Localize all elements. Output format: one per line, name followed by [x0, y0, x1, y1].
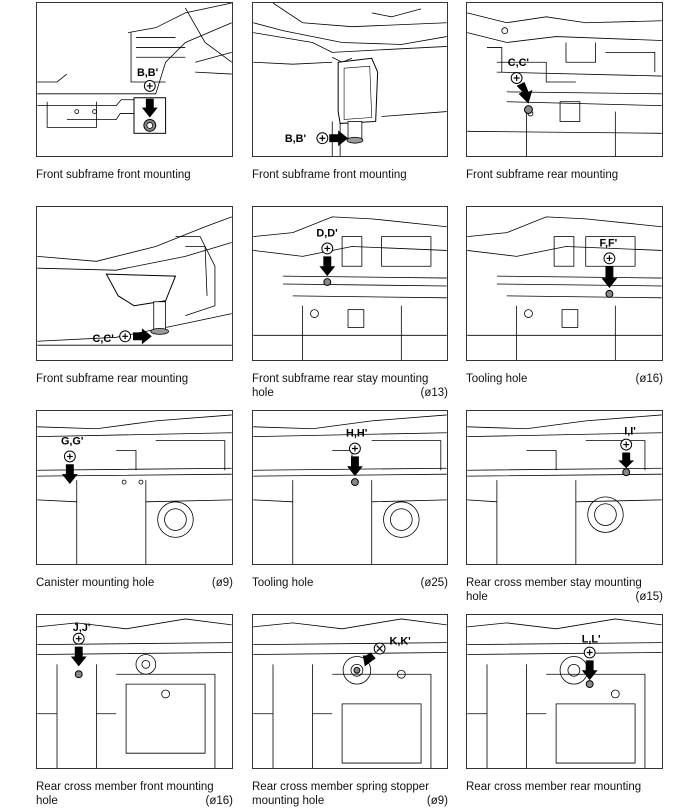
figure-caption-5: Front subframe rear stay mounting hole (… — [252, 372, 448, 400]
rear-cross-member-front-mounting-hole-drawing: J,J' — [37, 618, 232, 768]
callout-label: C,C' — [508, 57, 530, 69]
tooling-hole-drawing: H,H' — [253, 414, 447, 564]
callout-label: B,B' — [137, 67, 159, 79]
figure-caption-1: Front subframe front mounting — [36, 168, 233, 182]
caption-text: Rear cross member rear mounting — [466, 781, 642, 793]
figure-caption-10: Rear cross member front mounting hole (ø… — [36, 780, 233, 808]
front-subframe-rear-mounting-side-drawing: C,C' — [37, 216, 232, 346]
callout-label: L,L' — [582, 634, 601, 646]
callout-label: K,K' — [389, 636, 411, 648]
caption-text: Tooling hole — [466, 373, 528, 385]
diameter-text: (ø16) — [635, 373, 663, 385]
callout-label: H,H' — [346, 428, 368, 440]
figure-caption-6: Tooling hole (ø16) — [466, 372, 663, 386]
diameter-text: (ø15) — [635, 591, 663, 603]
figure-caption-8: Tooling hole (ø25) — [252, 576, 448, 590]
front-subframe-rear-stay-mounting-hole-drawing: D,D' — [253, 216, 447, 360]
caption-text: Front subframe rear stay mounting hole — [252, 373, 429, 399]
figure-caption-4: Front subframe rear mounting — [36, 372, 233, 386]
caption-text: Rear cross member front mounting hole — [36, 781, 214, 807]
caption-text: Rear cross member stay mounting hole — [466, 577, 642, 603]
diameter-text: (ø9) — [211, 577, 233, 589]
callout-label: B,B' — [285, 133, 307, 145]
callout-label: C,C' — [93, 333, 115, 345]
figure-panel-9: I,I' — [466, 410, 663, 565]
figure-caption-3: Front subframe rear mounting — [466, 168, 663, 182]
caption-text: Canister mounting hole — [36, 577, 155, 589]
front-subframe-front-mounting-side-drawing: B,B' — [253, 3, 447, 156]
rear-cross-member-spring-stopper-mounting-hole-drawing: K,K' — [253, 618, 447, 768]
diameter-text: (ø25) — [420, 577, 448, 589]
callout-label: G,G' — [61, 436, 84, 448]
rear-cross-member-stay-mounting-hole-drawing: I,I' — [467, 414, 662, 564]
caption-text: Front subframe front mounting — [36, 169, 191, 181]
figure-caption-2: Front subframe front mounting — [252, 168, 448, 182]
callout-label: J,J' — [73, 622, 91, 634]
caption-text: Front subframe front mounting — [252, 169, 407, 181]
figure-panel-2: B,B' — [252, 2, 448, 157]
front-subframe-front-mounting-drawing: B,B' — [37, 3, 232, 134]
figure-caption-11: Rear cross member spring stopper mountin… — [252, 780, 448, 808]
caption-text: Front subframe rear mounting — [36, 373, 189, 385]
figure-panel-5: D,D' — [252, 206, 448, 361]
figure-panel-3: C,C' — [466, 2, 663, 157]
figure-panel-8: H,H' — [252, 410, 448, 565]
caption-text: Tooling hole — [252, 577, 314, 589]
caption-text: Rear cross member spring stopper mountin… — [252, 781, 430, 807]
figure-panel-6: F,F' — [466, 206, 663, 361]
diameter-text: (ø9) — [426, 795, 448, 807]
diameter-text: (ø16) — [205, 795, 233, 807]
canister-mounting-hole-drawing: G,G' — [37, 414, 232, 564]
figure-caption-7: Canister mounting hole (ø9) — [36, 576, 233, 590]
figure-caption-12: Rear cross member rear mounting — [466, 780, 663, 794]
rear-cross-member-rear-mounting-drawing: L,L' — [467, 618, 662, 768]
figure-panel-7: G,G' — [36, 410, 233, 565]
callout-label: I,I' — [624, 426, 636, 438]
figure-panel-1: B,B' — [36, 2, 233, 157]
tooling-hole-drawing: F,F' — [467, 216, 662, 360]
figure-caption-9: Rear cross member stay mounting hole (ø1… — [466, 576, 663, 604]
figure-panel-11: K,K' — [252, 614, 448, 769]
figure-panel-10: J,J' — [36, 614, 233, 769]
caption-text: Front subframe rear mounting — [466, 169, 619, 181]
diameter-text: (ø13) — [420, 387, 448, 399]
callout-label: D,D' — [316, 228, 338, 240]
callout-label: F,F' — [600, 237, 618, 249]
front-subframe-rear-mounting-drawing: C,C' — [467, 12, 662, 156]
figure-panel-4: C,C' — [36, 206, 233, 361]
figure-panel-12: L,L' — [466, 614, 663, 769]
